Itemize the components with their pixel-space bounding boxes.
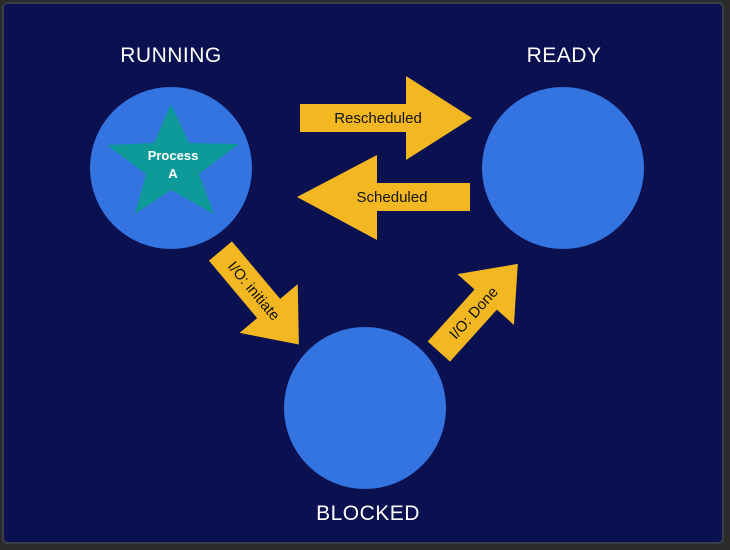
process-token[interactable]: Process A — [107, 104, 239, 214]
state-circle-ready[interactable] — [482, 87, 644, 249]
token-label-line1: Process — [148, 148, 199, 163]
token-label-line2: A — [168, 166, 178, 181]
arrow-right-icon — [300, 76, 472, 160]
arrow-rescheduled[interactable]: Rescheduled — [300, 76, 472, 160]
arrow-left-icon — [297, 155, 470, 240]
arrow-scheduled[interactable]: Scheduled — [297, 155, 470, 240]
arrow-up-right-icon — [427, 263, 518, 362]
arrow-label-rescheduled: Rescheduled — [334, 110, 422, 127]
star-icon — [107, 104, 239, 214]
diagram-frame: RUNNING READY BLOCKED Process A Reschedu… — [2, 2, 724, 544]
process-state-diagram: RUNNING READY BLOCKED Process A Reschedu… — [4, 4, 722, 542]
state-circle-blocked[interactable] — [284, 327, 446, 489]
state-label-blocked: BLOCKED — [316, 502, 420, 525]
state-label-running: RUNNING — [120, 44, 222, 67]
arrow-label-scheduled: Scheduled — [357, 189, 428, 206]
state-label-ready: READY — [527, 44, 602, 67]
arrow-down-right-icon — [208, 241, 299, 345]
